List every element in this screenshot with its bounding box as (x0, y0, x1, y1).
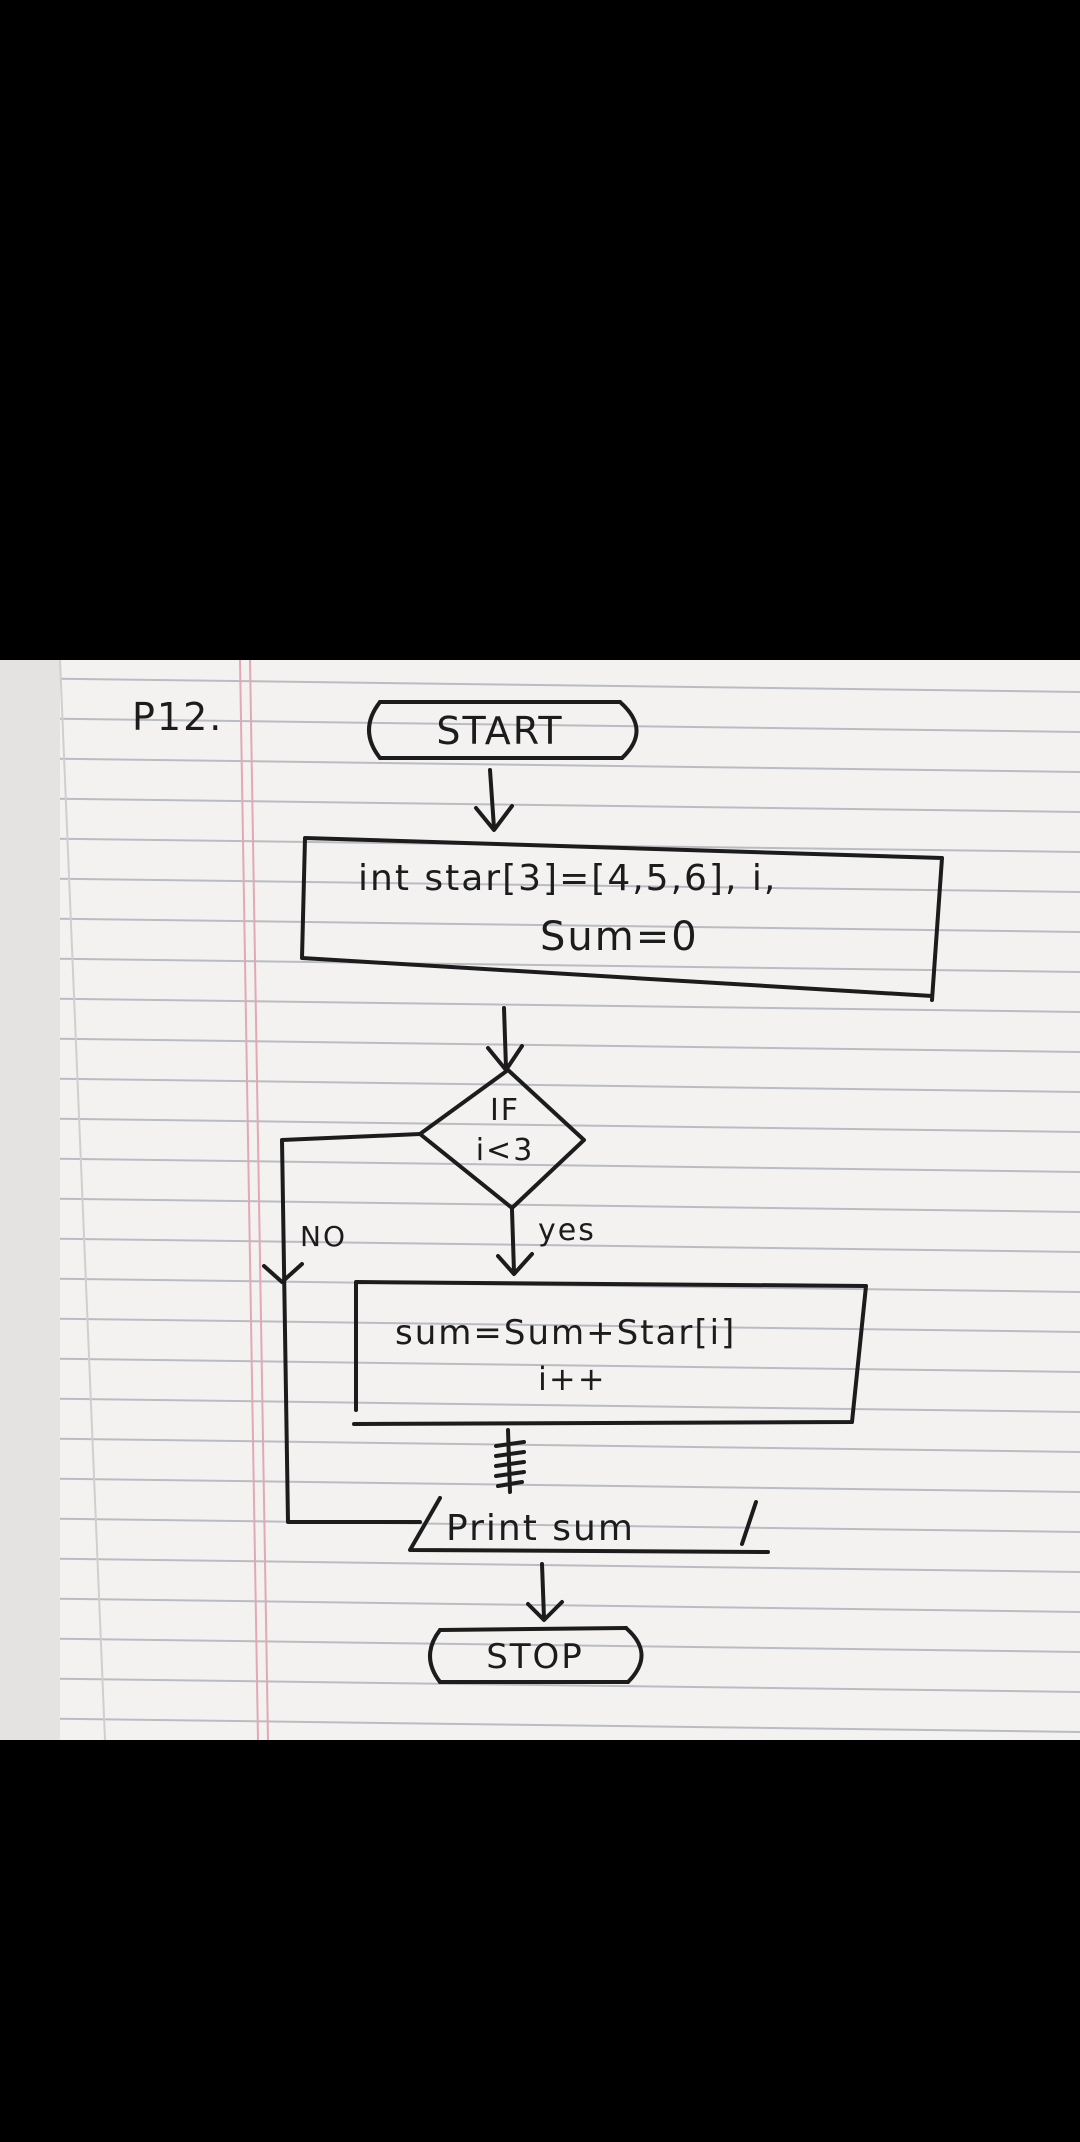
ruled-line (0, 1557, 1080, 1573)
ruled-line (0, 1717, 1080, 1733)
ruled-line (0, 1477, 1080, 1493)
ruled-line (0, 1037, 1080, 1053)
ruled-line (0, 1677, 1080, 1693)
init-line-1: int star[3]=[4,5,6], i, (358, 858, 777, 899)
ruled-line (0, 757, 1080, 773)
notebook-ruling (0, 677, 1080, 1733)
ruled-line (0, 957, 1080, 973)
output-label: Print sum (446, 1508, 635, 1549)
ruled-line (0, 1157, 1080, 1173)
ruled-line (0, 1197, 1080, 1213)
ruled-line (0, 1597, 1080, 1613)
arrow-process-to-output-scribbled (494, 1428, 526, 1494)
no-label: NO (300, 1220, 347, 1253)
decision-line-1: IF (490, 1093, 520, 1128)
arrow-decision-to-process (496, 1208, 534, 1276)
ruled-line (0, 877, 1080, 893)
ruled-line (0, 1357, 1080, 1373)
ruled-line (0, 1077, 1080, 1093)
ruled-line (0, 1437, 1080, 1453)
no-branch-arrowhead (262, 1262, 304, 1284)
ruled-line (0, 917, 1080, 933)
process-line-1: sum=Sum+Star[i] (395, 1313, 736, 1353)
stop-terminator-left (428, 1628, 442, 1684)
start-terminator-left (367, 700, 382, 760)
no-branch-line (280, 1132, 422, 1524)
process-line-2: i++ (538, 1360, 607, 1398)
page-fold (59, 660, 106, 1740)
ruled-line (0, 797, 1080, 813)
ruled-line (0, 717, 1080, 733)
margin-line (239, 660, 259, 1740)
ruled-line (0, 1517, 1080, 1533)
decision-line-2: i<3 (476, 1133, 535, 1168)
ruled-line (0, 1397, 1080, 1413)
output-parallelogram (408, 1496, 770, 1554)
process-box (352, 1280, 868, 1426)
ruled-line (0, 1237, 1080, 1253)
start-terminator-edges (378, 700, 624, 760)
ruled-line (0, 1637, 1080, 1653)
init-line-2: Sum=0 (540, 914, 699, 960)
ruled-line (0, 997, 1080, 1013)
ruled-line (0, 1117, 1080, 1133)
ruled-line (0, 677, 1080, 693)
start-terminator-right (618, 700, 639, 760)
page-edge (0, 660, 60, 1740)
notebook-photo: P12. START int star[3]=[4,5,6], i, Sum=0… (0, 660, 1080, 1740)
stop-terminator-edges (438, 1626, 630, 1684)
stop-terminator-right (624, 1626, 644, 1684)
ruled-line (0, 1317, 1080, 1333)
margin-line (249, 660, 269, 1740)
page-label: P12. (132, 695, 223, 739)
arrow-output-to-stop (526, 1562, 564, 1622)
arrow-start-to-init (474, 768, 514, 832)
arrow-init-to-decision (486, 1006, 524, 1072)
yes-label: yes (538, 1213, 596, 1248)
flowchart-diagram: P12. START int star[3]=[4,5,6], i, Sum=0… (0, 660, 1080, 1740)
start-label: START (436, 709, 563, 753)
init-box (300, 836, 944, 1002)
stop-label: STOP (486, 1637, 584, 1677)
